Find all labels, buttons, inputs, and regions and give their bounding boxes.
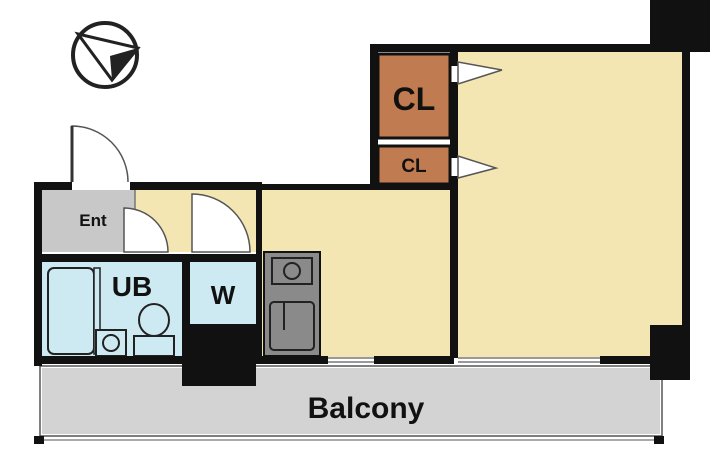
closet-small-label: CL — [401, 156, 427, 177]
entrance-door — [70, 125, 129, 183]
compass-icon — [71, 21, 141, 89]
balcony-label: Balcony — [308, 392, 425, 425]
washer-label: W — [211, 280, 236, 310]
closet-door-small — [457, 154, 499, 179]
closet-large-label: CL — [393, 81, 436, 117]
sink-icon — [269, 301, 315, 351]
bath-label: UB — [112, 271, 152, 302]
closet-large — [376, 52, 452, 140]
main-room-floor — [458, 52, 682, 357]
washbasin-icon — [95, 329, 127, 357]
toilet-icon — [138, 303, 170, 337]
windows — [328, 357, 600, 363]
stove-icon — [271, 257, 313, 285]
entrance-tile — [42, 190, 135, 252]
walls — [34, 0, 710, 386]
washer-door — [191, 193, 251, 253]
balcony-floor — [42, 368, 660, 434]
entrance-label: Ent — [79, 211, 107, 230]
washer-area — [190, 262, 256, 324]
closet-door-large — [457, 61, 503, 86]
bath-door — [123, 207, 169, 253]
bathtub-icon — [47, 267, 95, 355]
